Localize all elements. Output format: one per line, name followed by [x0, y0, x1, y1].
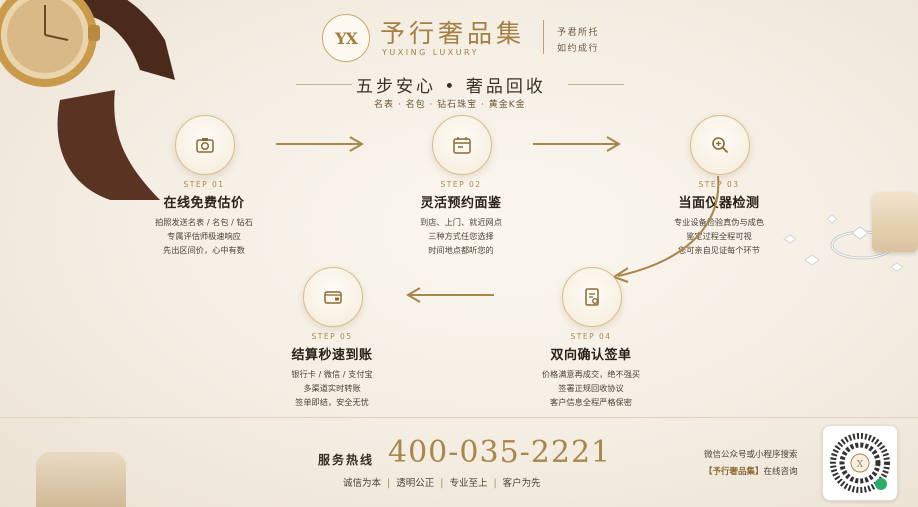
qr-code-icon[interactable]: X [822, 425, 898, 501]
contract-icon [585, 288, 599, 306]
camera-icon [196, 138, 214, 153]
value-separator: | [440, 478, 444, 489]
brand-name-cn: 予行奢品集 [380, 19, 526, 48]
brand-name-en: YUXING LUXURY [382, 48, 479, 57]
step-5-desc-line: 多渠道实时转账 [303, 383, 361, 393]
step-3-desc-line: 您可亲自见证每个环节 [678, 245, 760, 255]
step-1-desc-line: 专属评估师极速响应 [167, 231, 241, 241]
step-3-title: 当面仪器检测 [678, 196, 760, 211]
wechat-search-hint: 微信公众号或小程序搜索 [704, 450, 798, 460]
step-5-title: 结算秒速到账 [291, 348, 373, 363]
step-5-desc-line: 签单即结，安全无忧 [295, 397, 369, 407]
calendar-icon [453, 137, 471, 154]
headline-subtitle: 名表 · 名包 · 钻石珠宝 · 黄金K金 [374, 100, 526, 110]
step-4-desc-line: 客户信息全程严格保密 [550, 397, 632, 407]
headline-title: 五步安心 • 奢品回收 [356, 77, 546, 97]
step-2-desc-line: 三种方式任您选择 [428, 231, 494, 241]
arrow-right-icon [533, 136, 621, 152]
step-2-desc: 到店、上门、就近网点 三种方式任您选择 时间地点都听您的 [386, 215, 536, 257]
step-4-label: STEP 04 [570, 332, 612, 341]
arrow-right-icon [276, 136, 364, 152]
brand-values: 诚信为本 | 透明公正 | 专业至上 | 客户为先 [343, 475, 541, 489]
step-4-desc-line: 签署正规回收协议 [558, 383, 624, 393]
step-2-desc-line: 时间地点都听您的 [428, 245, 494, 255]
value-item: 专业至上 [449, 478, 488, 489]
step-1-desc: 拍照发送名表 / 名包 / 钻石 专属评估师极速响应 先出区间价，心中有数 [129, 215, 279, 257]
brand-logo: YX [322, 14, 370, 62]
headline-left-rule [296, 84, 352, 85]
wallet-icon [324, 291, 342, 304]
watch-image [0, 0, 175, 200]
jewelry-box-image [872, 192, 918, 252]
wechat-consult-text: 在线咨询 [763, 467, 798, 477]
wechat-consult-line: 【予行奢品集】在线咨询 [704, 465, 798, 477]
brand-divider [543, 20, 544, 54]
hotline-label: 服务热线 [318, 453, 375, 467]
step-2-desc-line: 到店、上门、就近网点 [420, 217, 502, 227]
step-3-icon-circle [690, 115, 750, 175]
diamond-ring-image [783, 214, 904, 272]
value-item: 客户为先 [502, 478, 541, 489]
step-2: STEP 02 灵活预约面鉴 到店、上门、就近网点 三种方式任您选择 时间地点都… [386, 180, 536, 257]
hotline-number[interactable]: 400-035-2221 [388, 435, 612, 470]
step-3-desc-line: 专业设备检验真伪与成色 [673, 217, 765, 227]
value-item: 透明公正 [396, 478, 435, 489]
step-3-desc: 专业设备检验真伪与成色 鉴定过程全程可视 您可亲自见证每个环节 [644, 215, 794, 257]
step-5: STEP 05 结算秒速到账 银行卡 / 微信 / 支付宝 多渠道实时转账 签单… [257, 332, 407, 409]
qr-code-graphic: X [830, 433, 890, 493]
handbag-image [36, 452, 126, 507]
step-5-label: STEP 05 [311, 332, 353, 341]
step-4-desc-line: 价格满意再成交，绝不强买 [541, 369, 641, 379]
headline-right-rule [568, 84, 624, 85]
arrow-curve-icon [611, 175, 720, 283]
step-1: STEP 01 在线免费估价 拍照发送名表 / 名包 / 钻石 专属评估师极速响… [129, 180, 279, 257]
step-5-desc: 银行卡 / 微信 / 支付宝 多渠道实时转账 签单即结，安全无忧 [257, 367, 407, 409]
step-5-desc-line: 银行卡 / 微信 / 支付宝 [291, 369, 373, 379]
step-1-desc-line: 拍照发送名表 / 名包 / 钻石 [155, 217, 253, 227]
step-1-title: 在线免费估价 [163, 196, 245, 211]
step-4-title: 双向确认签单 [550, 348, 632, 363]
wechat-brand-name: 【予行奢品集】 [704, 467, 764, 477]
step-5-icon-circle [303, 267, 363, 327]
slogan-line-1: 予君所托 [557, 28, 600, 38]
step-2-label: STEP 02 [440, 180, 482, 189]
value-item: 诚信为本 [343, 478, 382, 489]
step-4-desc: 价格满意再成交，绝不强买 签署正规回收协议 客户信息全程严格保密 [516, 367, 666, 409]
footer-divider [0, 417, 918, 418]
step-4: STEP 04 双向确认签单 价格满意再成交，绝不强买 签署正规回收协议 客户信… [516, 332, 666, 409]
step-2-title: 灵活预约面鉴 [420, 196, 502, 211]
step-1-desc-line: 先出区间价，心中有数 [163, 245, 245, 255]
step-1-icon-circle [175, 115, 235, 175]
svg-text:X: X [857, 460, 864, 470]
magnifier-icon [712, 137, 729, 154]
step-1-label: STEP 01 [183, 180, 225, 189]
value-separator: | [387, 478, 391, 489]
slogan-line-2: 如约成行 [557, 44, 600, 54]
step-3-desc-line: 鉴定过程全程可视 [686, 231, 752, 241]
step-2-icon-circle [432, 115, 492, 175]
step-4-icon-circle [562, 267, 622, 327]
arrow-left-icon [406, 287, 494, 303]
value-separator: | [493, 478, 497, 489]
